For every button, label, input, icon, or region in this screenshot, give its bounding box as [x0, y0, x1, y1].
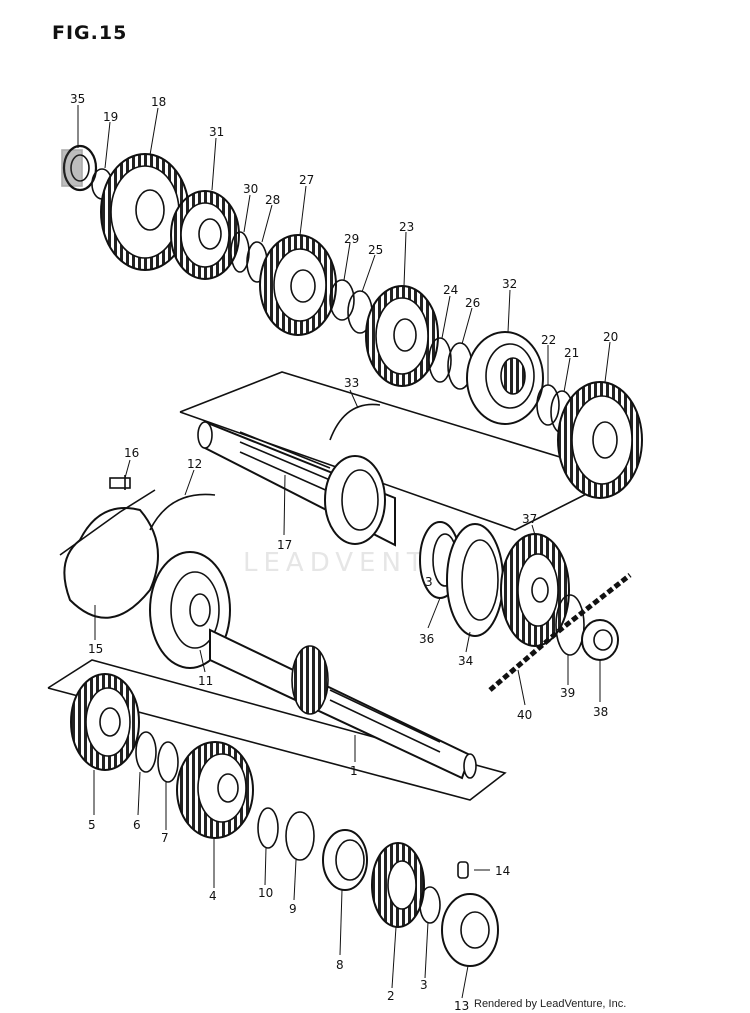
callout-10: 10 [258, 886, 274, 900]
callout-24: 24 [443, 283, 459, 297]
circlip-10 [257, 807, 279, 849]
washer-3 [419, 886, 441, 924]
countershaft-17 [197, 420, 396, 547]
callout-8: 8 [336, 958, 344, 972]
nut-38 [581, 619, 619, 661]
washer-29 [329, 279, 355, 321]
callout-19: 19 [103, 110, 119, 124]
callout-22: 22 [541, 333, 557, 347]
callout-15: 15 [88, 642, 104, 656]
callout-37: 37 [522, 512, 538, 526]
washer-6 [135, 731, 157, 773]
callout-4: 4 [209, 889, 217, 903]
callout-28: 28 [265, 193, 281, 207]
credit-text: Rendered by LeadVenture, Inc. [474, 998, 627, 1010]
gear-32 [466, 331, 544, 425]
gear-5 [70, 673, 140, 771]
bearing-34 [446, 523, 504, 637]
washer-24 [428, 337, 452, 383]
callout-14: 14 [495, 864, 511, 878]
callout-25: 25 [368, 243, 384, 257]
callout-35: 35 [70, 92, 86, 106]
callout-40: 40 [517, 708, 533, 722]
callout-31: 31 [209, 125, 225, 139]
gear-23 [365, 285, 439, 387]
mainshaft-1 [209, 628, 477, 780]
callout-13: 13 [454, 999, 470, 1013]
callout-6: 6 [133, 818, 141, 832]
bearing-retainer-15 [63, 507, 159, 619]
leader-lines [77, 105, 611, 999]
gear-20 [557, 381, 643, 499]
callout-39: 39 [560, 686, 576, 700]
gear-2 [371, 842, 425, 928]
gear-4 [176, 741, 254, 839]
callout-36: 36 [419, 632, 435, 646]
callout-1: 1 [350, 764, 358, 778]
snap-ring-33 [329, 403, 381, 441]
callout-16: 16 [124, 446, 140, 460]
callout-34: 34 [458, 654, 474, 668]
snap-ring-12 [149, 493, 216, 531]
callout-12: 12 [187, 457, 203, 471]
bearing-13 [441, 893, 499, 967]
callout-18: 18 [151, 95, 167, 109]
circlip-22 [536, 384, 560, 426]
callout-20: 20 [603, 330, 619, 344]
bolt-16 [109, 475, 131, 490]
gear-31 [170, 190, 240, 280]
circlip-7 [157, 741, 179, 783]
callout-32: 32 [502, 277, 518, 291]
callout-3: 3 [420, 978, 428, 992]
callout-5: 5 [88, 818, 96, 832]
gear-27 [259, 234, 337, 336]
callout-29: 29 [344, 232, 360, 246]
bushing-8 [322, 829, 368, 891]
washer-9 [285, 811, 315, 861]
pin-14 [457, 861, 469, 879]
callout-30: 30 [243, 182, 259, 196]
bearing-35 [61, 144, 98, 192]
callout-2: 2 [387, 989, 395, 1003]
chain-40 [488, 573, 632, 692]
callout-21: 21 [564, 346, 580, 360]
callout-27: 27 [299, 173, 315, 187]
callout-33: 33 [344, 376, 360, 390]
callout-9: 9 [289, 902, 297, 916]
callout-38: 38 [593, 705, 609, 719]
callout-7: 7 [161, 831, 169, 845]
figure-title: FIG.15 [52, 22, 128, 44]
callout-26: 26 [465, 296, 481, 310]
callout-17: 17 [277, 538, 293, 552]
mainshaft-group-outline [47, 659, 507, 801]
lock-washer-39 [555, 594, 585, 656]
retainer-arm [59, 489, 156, 556]
callout-23: 23 [399, 220, 415, 234]
callout-3-seal: 3 [425, 575, 433, 589]
callout-11: 11 [198, 674, 214, 688]
